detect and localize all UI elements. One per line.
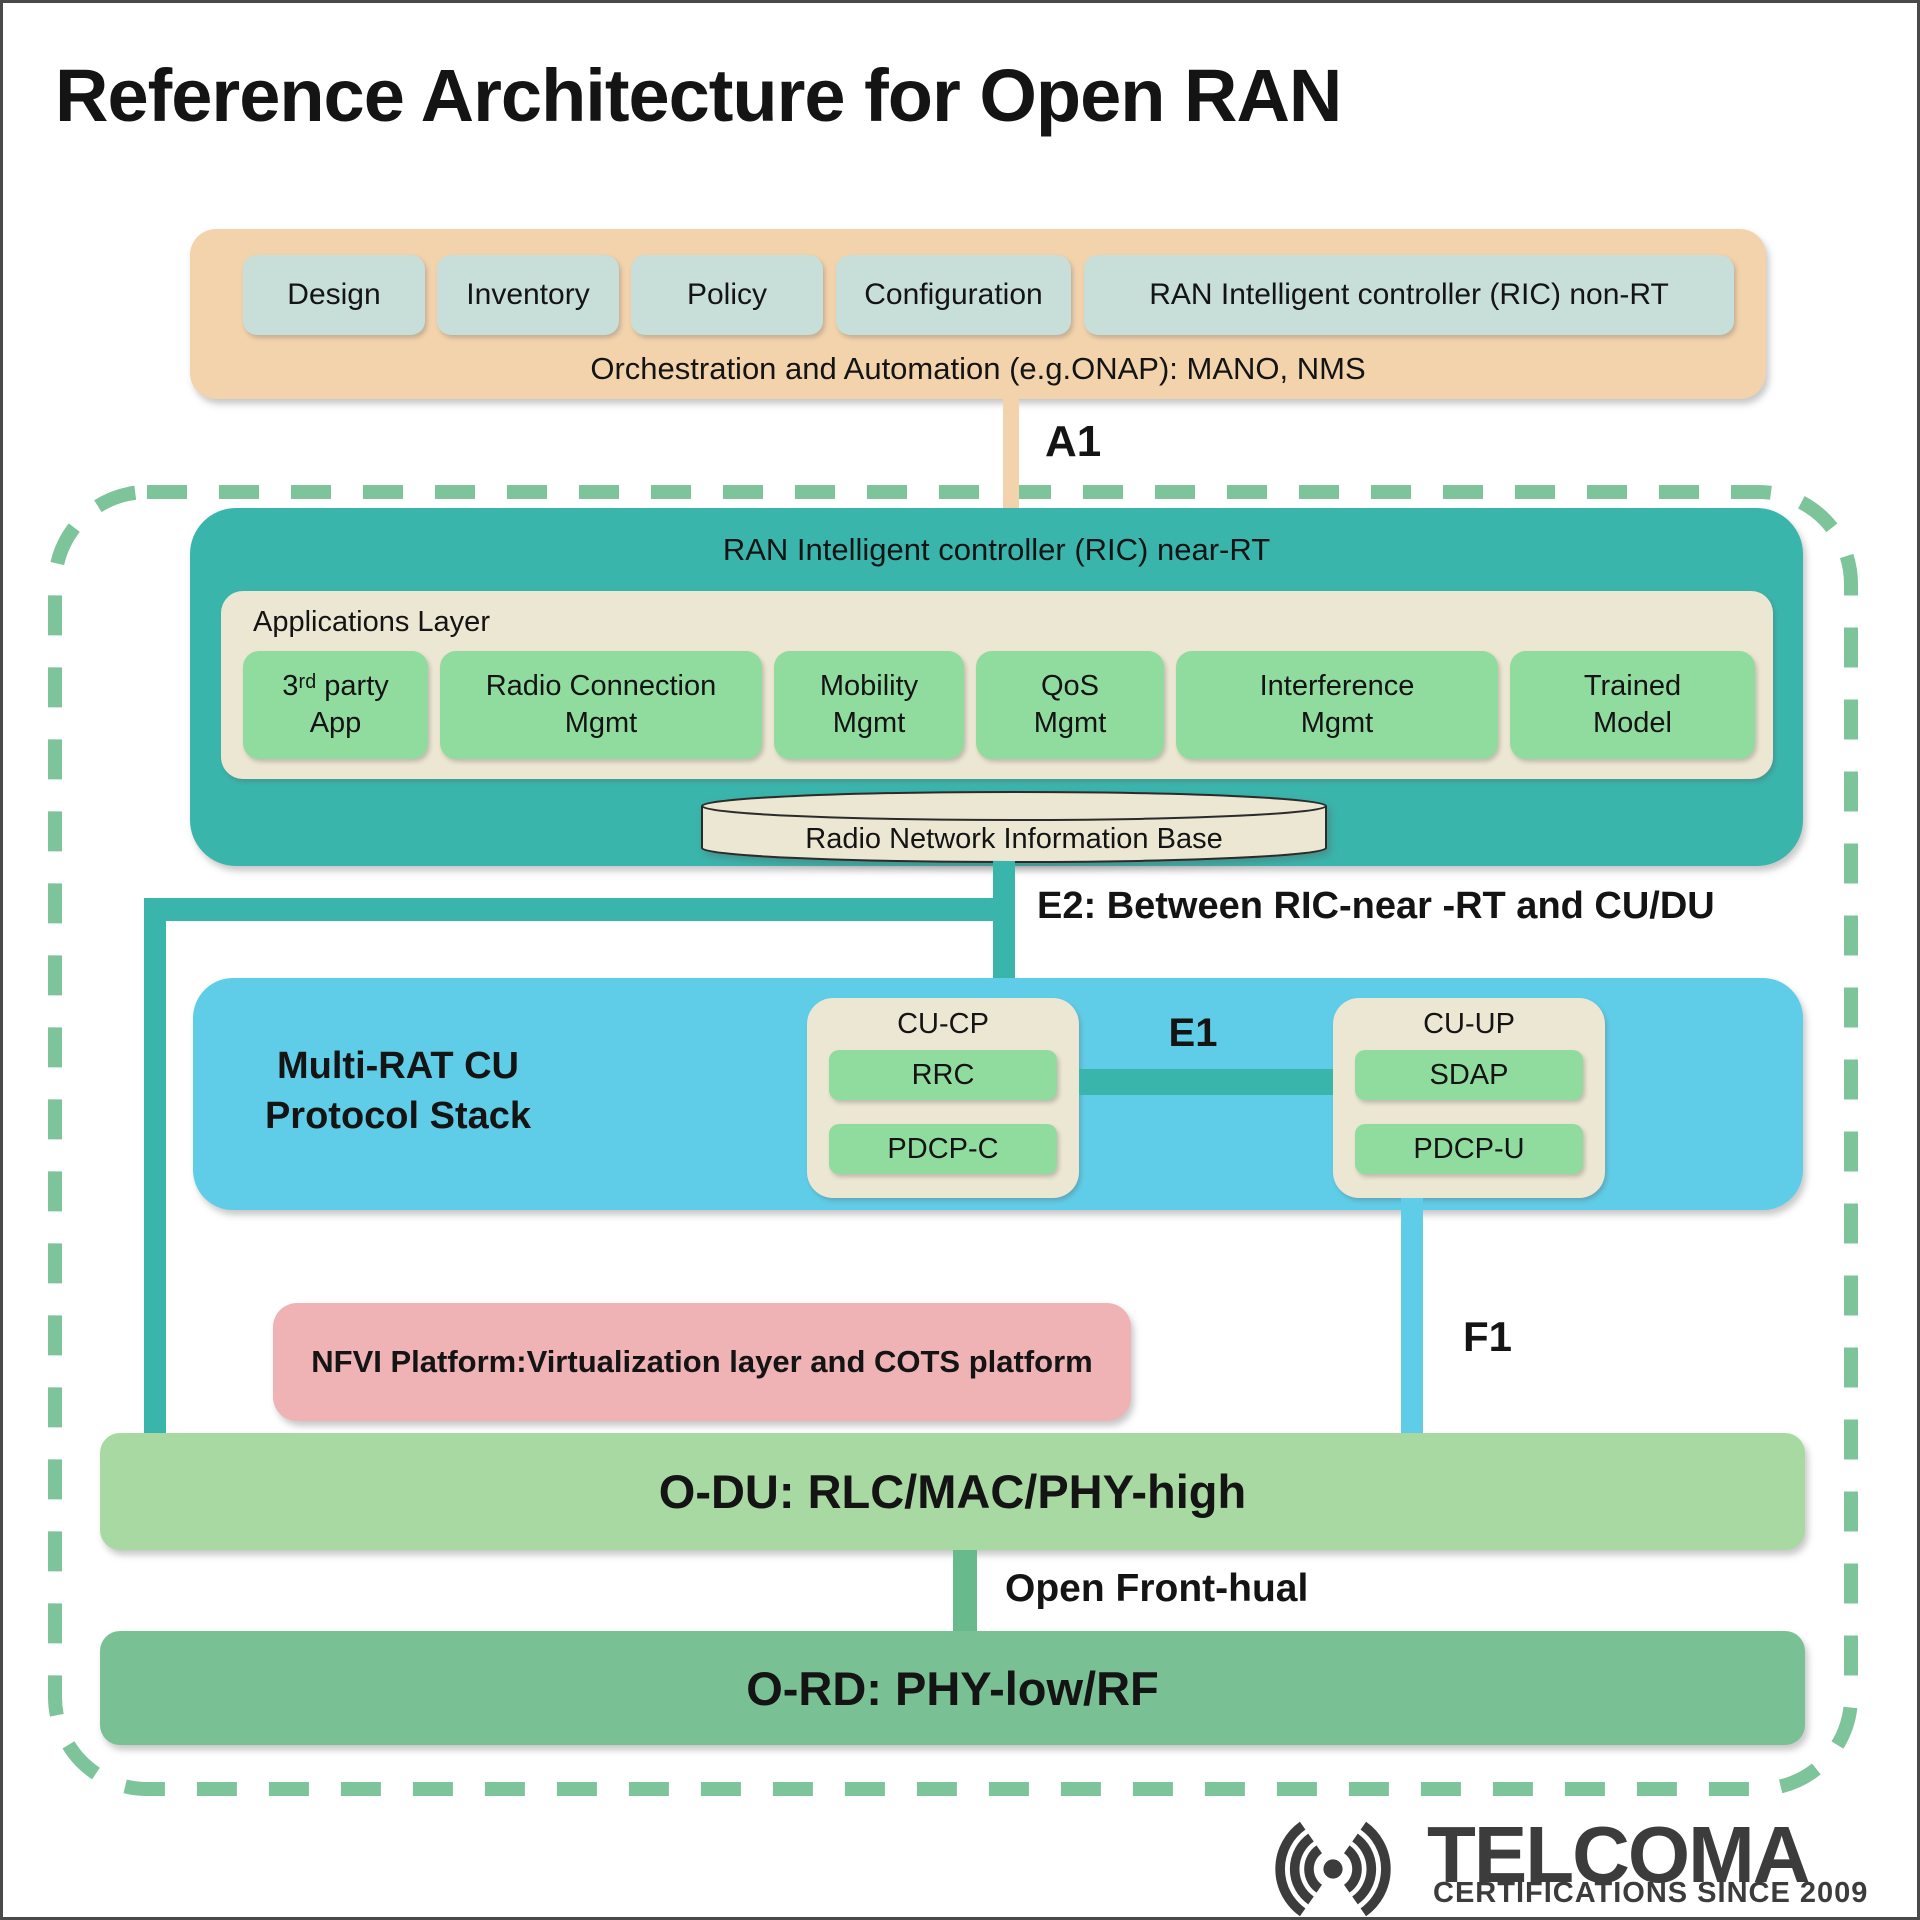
rnib-label: Radio Network Information Base xyxy=(805,823,1222,855)
orchestration-item-policy: Policy xyxy=(631,255,823,335)
nfvi-platform-box: NFVI Platform:Virtualization layer and C… xyxy=(273,1303,1131,1421)
app-interference-mgmt: Interference Mgmt xyxy=(1176,651,1498,759)
o-du-box: O-DU: RLC/MAC/PHY-high xyxy=(100,1433,1805,1550)
telcoma-signal-icon xyxy=(1275,1821,1391,1917)
cu-up-sdap: SDAP xyxy=(1355,1050,1583,1100)
orchestration-item-ric-non-rt: RAN Intelligent controller (RIC) non-RT xyxy=(1084,255,1734,335)
app-trained-model: Trained Model xyxy=(1510,651,1755,759)
page-title: Reference Architecture for Open RAN xyxy=(55,54,1342,137)
telcoma-logo-name: TELCOMA xyxy=(1427,1810,1811,1899)
app-qos-mgmt: QoS Mgmt xyxy=(976,651,1164,759)
ric-near-rt-box: RAN Intelligent controller (RIC) near-RT… xyxy=(190,508,1803,866)
dashed-boundary xyxy=(48,485,1858,1796)
e2-connector-left-vertical xyxy=(144,898,166,1434)
cu-up-title: CU-UP xyxy=(1423,1008,1515,1040)
applications-layer-label: Applications Layer xyxy=(253,606,490,638)
fronthaul-connector-line xyxy=(953,1550,977,1632)
f1-connector-label: F1 xyxy=(1463,1313,1513,1360)
orchestration-item-configuration: Configuration xyxy=(836,255,1071,335)
e1-connector-line xyxy=(1079,1069,1333,1095)
e2-connector-label: E2: Between RIC-near -RT and CU/DU xyxy=(1037,885,1715,927)
telcoma-logo-tagline: CERTIFICATIONS SINCE 2009 xyxy=(1433,1877,1869,1909)
multi-rat-cu-label: Multi-RAT CU Protocol Stack xyxy=(264,1045,532,1137)
e2-connector-horizontal xyxy=(144,898,1015,921)
cu-cp-pdcp-c: PDCP-C xyxy=(829,1124,1057,1174)
orchestration-item-inventory: Inventory xyxy=(437,255,619,335)
app-third-party: 3ʳᵈ party App xyxy=(243,651,428,759)
app-radio-connection-mgmt: Radio Connection Mgmt xyxy=(440,651,762,759)
ric-near-rt-title: RAN Intelligent controller (RIC) near-RT xyxy=(722,532,1271,567)
e1-connector-label: E1 xyxy=(1168,1011,1218,1055)
orchestration-label: Orchestration and Automation (e.g.ONAP):… xyxy=(590,351,1366,386)
cu-up-pdcp-u: PDCP-U xyxy=(1355,1124,1583,1174)
applications-layer-box: Applications Layer 3ʳᵈ party App Radio C… xyxy=(221,591,1773,779)
cu-cp-rrc: RRC xyxy=(829,1050,1057,1100)
fronthaul-connector-label: Open Front-hual xyxy=(1005,1567,1309,1610)
o-rd-box: O-RD: PHY-low/RF xyxy=(100,1631,1805,1745)
f1-connector-line xyxy=(1401,1198,1423,1433)
cu-cp-title: CU-CP xyxy=(897,1008,989,1040)
a1-connector-line xyxy=(1003,399,1019,509)
rnib-cylinder: Radio Network Information Base xyxy=(701,791,1327,863)
orchestration-box: Design Inventory Policy Configuration RA… xyxy=(190,229,1766,399)
cu-cp-box: CU-CP RRC PDCP-C xyxy=(807,998,1079,1198)
orchestration-item-design: Design xyxy=(243,255,425,335)
a1-connector-label: A1 xyxy=(1045,417,1102,466)
cu-up-box: CU-UP SDAP PDCP-U xyxy=(1333,998,1605,1198)
app-mobility-mgmt: Mobility Mgmt xyxy=(774,651,964,759)
